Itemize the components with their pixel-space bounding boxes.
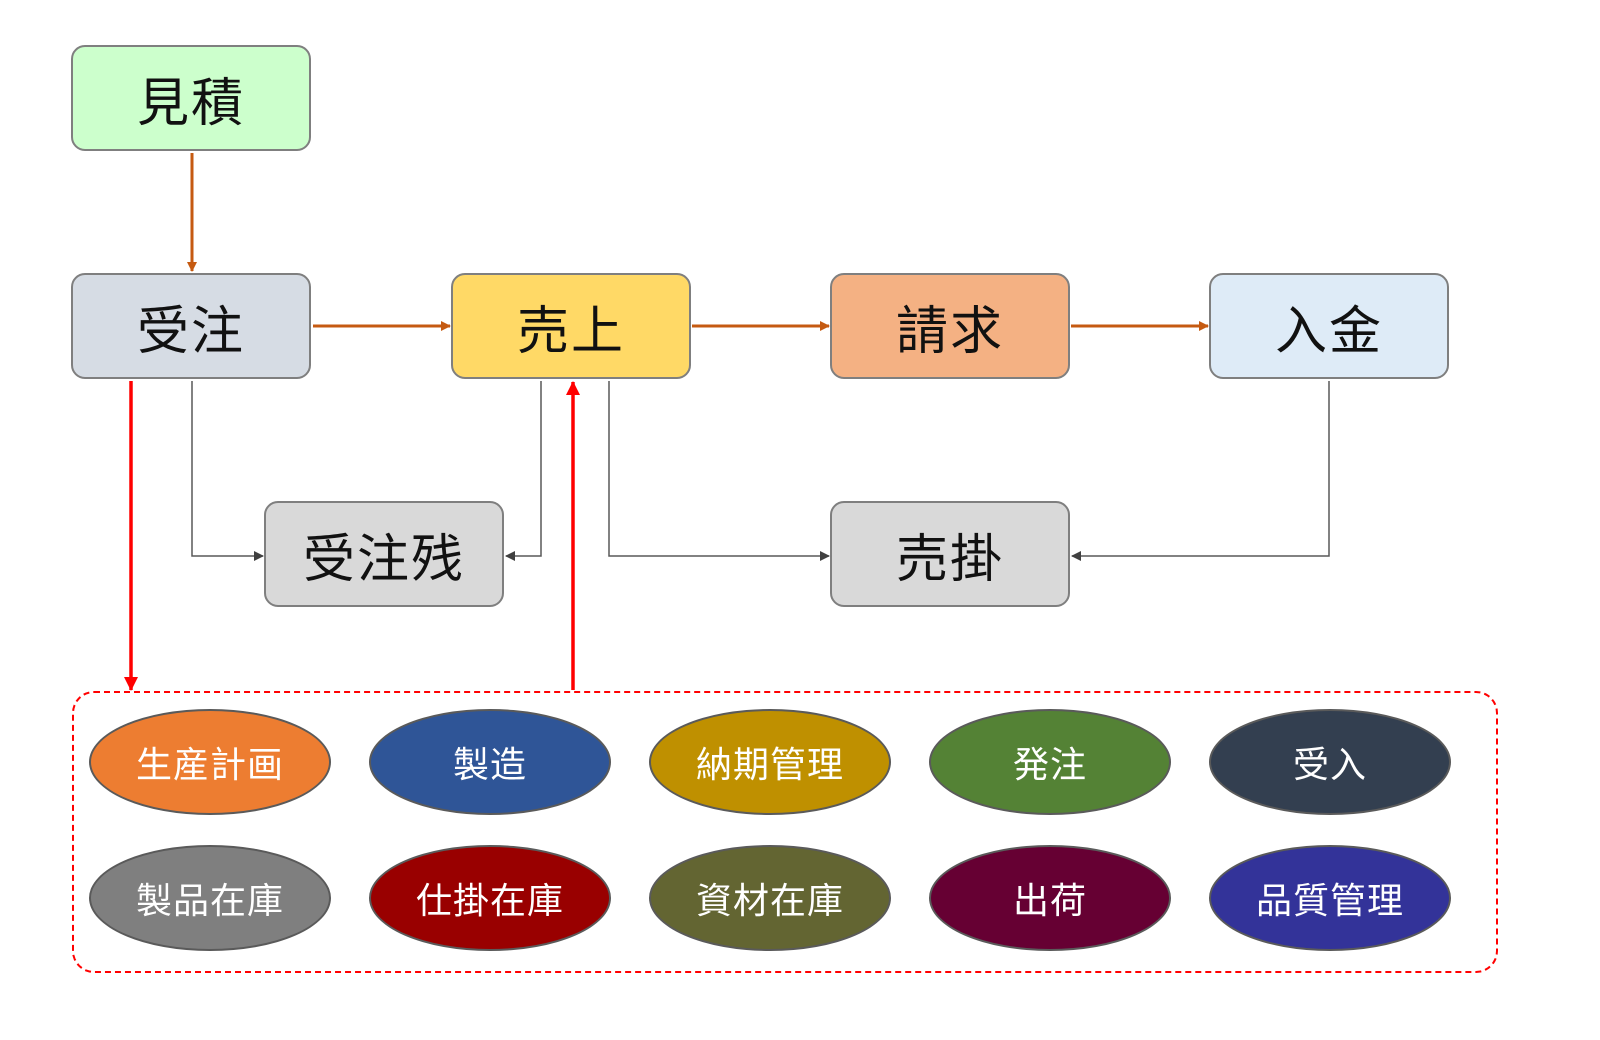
module-delivery-management: 納期管理 bbox=[649, 709, 891, 815]
module-shipping: 出荷 bbox=[929, 845, 1171, 951]
module-product-inventory: 製品在庫 bbox=[89, 845, 331, 951]
node-order: 受注 bbox=[71, 273, 311, 379]
connector-sales-to-backlog bbox=[505, 381, 542, 561]
node-billing: 請求 bbox=[830, 273, 1070, 379]
module-purchase-order: 発注 bbox=[929, 709, 1171, 815]
connector-payment-to-receivable bbox=[1071, 381, 1330, 561]
module-receiving: 受入 bbox=[1209, 709, 1451, 815]
module-production-plan: 生産計画 bbox=[89, 709, 331, 815]
module-wip-inventory: 仕掛在庫 bbox=[369, 845, 611, 951]
node-sales: 売上 bbox=[451, 273, 691, 379]
module-group bbox=[72, 691, 1498, 973]
node-payment: 入金 bbox=[1209, 273, 1449, 379]
module-manufacturing: 製造 bbox=[369, 709, 611, 815]
module-material-inventory: 資材在庫 bbox=[649, 845, 891, 951]
connector-order-to-backlog bbox=[191, 381, 264, 561]
connector-sales-to-receivable bbox=[608, 381, 830, 561]
node-receivable: 売掛 bbox=[830, 501, 1070, 607]
node-order-backlog: 受注残 bbox=[264, 501, 504, 607]
node-estimate: 見積 bbox=[71, 45, 311, 151]
module-quality-management: 品質管理 bbox=[1209, 845, 1451, 951]
